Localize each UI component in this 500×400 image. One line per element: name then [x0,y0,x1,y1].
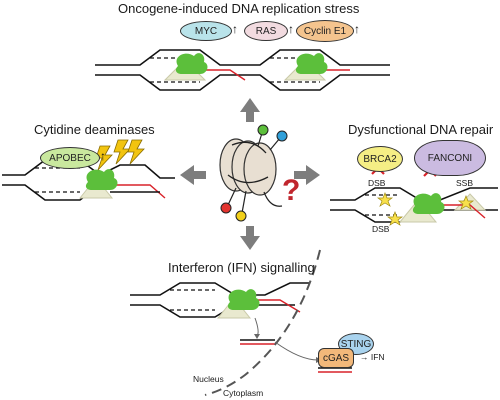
polymerase-icon [295,53,328,74]
lightning-icon [113,139,131,165]
cgas-label: cGAS [322,352,350,364]
apobec-label: APOBEC [49,152,91,164]
cgas-oval: cGAS [318,348,354,368]
sting-label: STING [340,338,372,350]
arrow-right-icon [294,165,320,185]
increase-arrow-icon: ↑ [232,22,238,36]
damage-star-icon [457,195,475,210]
cyclin-e1-oval: Cyclin E1 [296,20,354,42]
polymerase-icon [412,193,445,214]
polymerase-icon [175,53,208,74]
brca2-oval: BRCA2 [357,146,403,172]
ras-label: RAS [255,25,277,37]
dsb-label-top: DSB [368,178,386,188]
arrow-up-icon [240,98,260,122]
nucleus-label: Nucleus [193,374,224,384]
cyclin-e1-label: Cyclin E1 [303,25,347,37]
increase-arrow-icon: ↑ [100,149,106,163]
myc-oval: MYC [180,21,232,41]
polymerase-icon [85,169,118,190]
ifn-output-label: → IFN [360,352,385,362]
arrow-down-icon [240,226,260,250]
apobec-oval: APOBEC [40,147,100,169]
bottom-ifn-diagram [130,249,352,396]
increase-arrow-icon: ↑ [288,22,294,36]
panel-title-cytidine-deaminases: Cytidine deaminases [34,122,155,137]
fanconi-label: FANCONI [427,152,473,164]
polymerase-icon [227,289,260,310]
top-replication-fork-diagram [95,49,390,91]
arrow-left-icon [180,165,206,185]
question-mark-icon: ? [282,174,300,207]
brca2-label: BRCA2 [363,153,397,165]
cytoplasm-label: Cytoplasm [223,388,264,398]
myc-label: MYC [194,25,218,37]
panel-title-ifn-signalling: Interferon (IFN) signalling [168,260,315,275]
fanconi-cluster: FANCONI [414,140,486,176]
lightning-icon [127,139,145,165]
panel-title-replication-stress: Oncogene-induced DNA replication stress [118,1,360,16]
nucleosome-icon [219,124,288,222]
panel-title-dysfunctional-repair: Dysfunctional DNA repair [348,122,494,137]
increase-arrow-icon: ↑ [354,22,360,36]
direction-arrows [180,98,320,250]
nuclear-membrane [204,249,321,396]
damage-star-icon [386,211,404,226]
damage-star-icon [376,192,394,207]
dsb-label-bottom: DSB [372,224,390,234]
ssb-label: SSB [456,178,474,188]
ras-oval: RAS [244,21,288,41]
